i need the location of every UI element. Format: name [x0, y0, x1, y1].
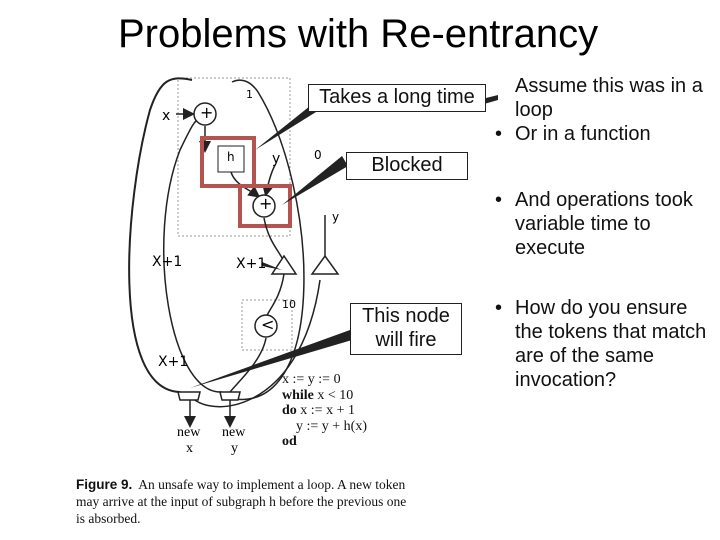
outer-loop-wire	[128, 77, 193, 393]
label-const-ten: 10	[282, 298, 296, 311]
label-new-y-2: y	[231, 441, 238, 456]
label-x-input: x	[162, 108, 171, 124]
label-less-than: <	[261, 315, 275, 334]
code-line-4: y := y + h(x)	[296, 418, 368, 434]
label-plus-top: +	[200, 103, 214, 122]
loop-code: x := y := 0 while x < 10 do x := x + 1 y…	[282, 372, 367, 450]
bullet-text-loop: Assume this was in a loop	[515, 75, 703, 121]
callout-blocked: Blocked	[346, 152, 468, 180]
code-line-3: x := x + 1	[296, 403, 355, 418]
code-keyword-od: od	[282, 434, 297, 449]
bullet-group-1: Assume this was in a loop • Or in a funct…	[493, 74, 708, 146]
bottom-return-wire	[187, 279, 321, 408]
switch-node-right	[310, 254, 340, 275]
bullet-function: • Or in a function	[493, 122, 708, 146]
code-line-2: x < 10	[313, 387, 354, 403]
slide-title: Problems with Re-entrancy	[118, 12, 599, 56]
bullet-variable-time: • And operations took variable time to ex…	[493, 188, 708, 260]
label-x-plus-1-left: X+1	[152, 254, 183, 270]
gate-node-right	[219, 391, 241, 401]
code-line-1: x := y := 0	[282, 372, 341, 387]
code-keyword-while: while	[282, 387, 314, 403]
pointer-blocked	[282, 156, 348, 205]
bullet-text-invocation: How do you ensure the tokens that match …	[515, 297, 707, 391]
bullet-group-2: • And operations took variable time to ex…	[493, 188, 708, 260]
label-y-mid: y	[332, 210, 340, 224]
inner-loop-wire	[163, 117, 223, 393]
loop-region-lower	[241, 299, 293, 351]
bullet-dot-icon: •	[495, 123, 503, 145]
h-subgraph-box	[217, 145, 245, 173]
label-x-plus-1-bottom: X+1	[158, 354, 189, 370]
right-loop-wire	[227, 79, 305, 401]
pointer-node-fire	[190, 330, 352, 388]
figure-caption-text: An unsafe way to implement a loop. A new…	[76, 477, 407, 526]
bullet-dot-icon: •	[495, 189, 503, 211]
label-const-zero: 0	[314, 148, 322, 162]
bullet-group-3: • How do you ensure the tokens that match…	[493, 296, 708, 392]
highlight-adder-box	[238, 184, 292, 228]
code-keyword-do: do	[282, 403, 297, 418]
bullet-dot-icon: •	[495, 297, 503, 319]
label-h: h	[227, 150, 235, 164]
label-new-x-2: x	[186, 441, 193, 456]
label-plus-mid: +	[259, 194, 273, 213]
gate-node-left	[177, 391, 201, 401]
callout-takes-long: Takes a long time	[308, 84, 486, 112]
bullet-text-function: Or in a function	[515, 123, 651, 145]
label-new-x-1: new	[177, 425, 201, 440]
label-new-y-1: new	[222, 425, 246, 440]
less-than-node	[254, 314, 278, 338]
highlight-h-box	[200, 136, 256, 188]
bullet-text-variable-time: And operations took variable time to exe…	[515, 189, 693, 259]
label-x-plus-1-mid: X+1	[236, 256, 267, 272]
callout-node-fire: This node will fire	[350, 303, 462, 355]
switch-node-left	[270, 254, 298, 275]
figure-number: Figure 9.	[76, 477, 133, 492]
figure-caption: Figure 9.An unsafe way to implement a lo…	[76, 476, 416, 527]
label-y-input: y	[272, 151, 281, 167]
pointer-x1-mid	[262, 262, 282, 270]
bullet-loop: Assume this was in a loop	[493, 74, 708, 122]
label-const-one: 1	[246, 88, 253, 101]
bullet-invocation: • How do you ensure the tokens that match…	[493, 296, 708, 392]
adder-node-mid	[252, 194, 276, 218]
pointer-takes-long	[255, 106, 316, 150]
